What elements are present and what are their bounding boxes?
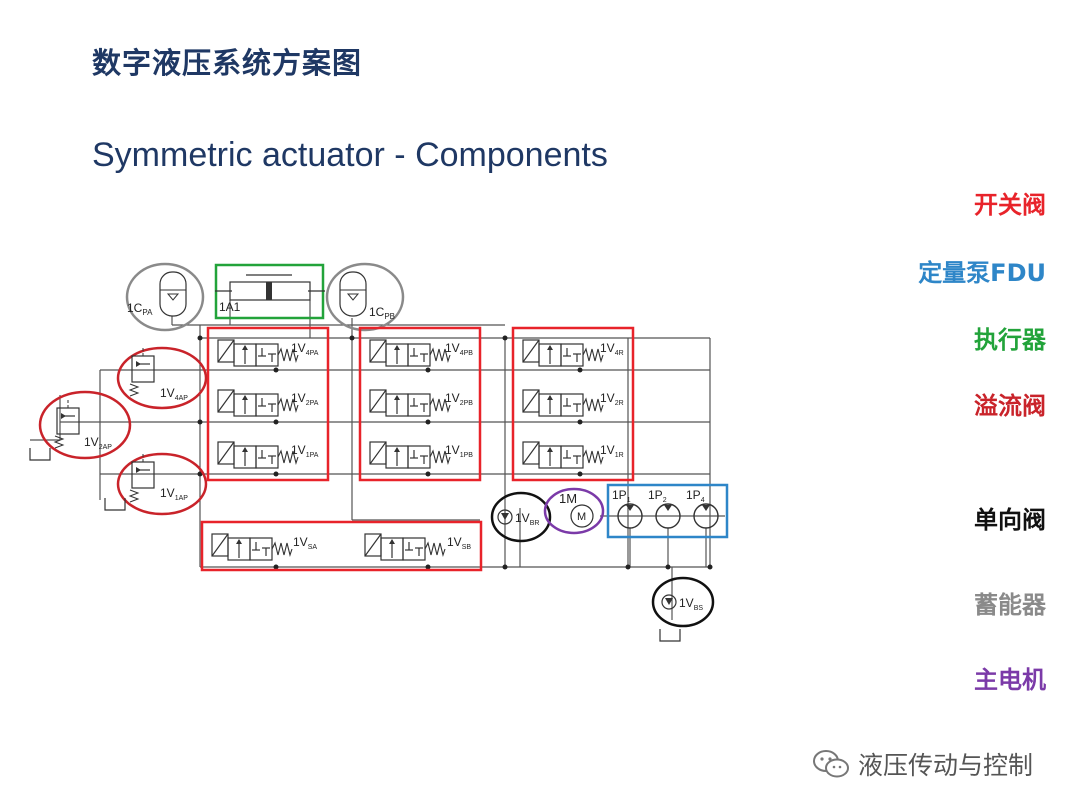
svg-text:1CPA: 1CPA bbox=[127, 301, 153, 317]
switch-valve-group-s: 1VSA 1VSB bbox=[200, 520, 483, 572]
page-title-cn: 数字液压系统方案图 bbox=[92, 46, 363, 80]
svg-text:1V1AP: 1V1AP bbox=[160, 486, 188, 502]
svg-text:1V1R: 1V1R bbox=[600, 443, 624, 459]
relief-valve-4ap: 1V4AP bbox=[116, 346, 208, 410]
svg-text:1P2: 1P2 bbox=[648, 488, 667, 504]
legend-switch-valve: 开关阀 bbox=[974, 191, 1046, 219]
check-valve-bs: 1VBS bbox=[651, 576, 715, 628]
check-valve-br: 1VBR bbox=[490, 491, 552, 543]
watermark: 液压传动与控制 bbox=[812, 746, 1033, 782]
legend-main-motor: 主电机 bbox=[974, 666, 1046, 694]
svg-text:1V4AP: 1V4AP bbox=[160, 386, 188, 402]
svg-text:1CPB: 1CPB bbox=[369, 305, 395, 321]
svg-text:1P1: 1P1 bbox=[612, 488, 631, 504]
tank-symbols bbox=[29, 447, 681, 642]
svg-text:1V4R: 1V4R bbox=[600, 341, 624, 357]
actuator-1a1: 1A1 bbox=[214, 263, 325, 320]
page-title-en: Symmetric actuator - Components bbox=[92, 136, 608, 174]
accumulator-pa: 1CPA bbox=[125, 262, 205, 332]
svg-text:1V2AP: 1V2AP bbox=[84, 435, 112, 451]
switch-valve-group-pa: 1V4PA 1V2PA 1V1PA bbox=[206, 326, 330, 482]
watermark-text: 液压传动与控制 bbox=[858, 751, 1034, 780]
svg-text:1V2R: 1V2R bbox=[600, 391, 624, 407]
legend-pump-fdu: 定量泵FDU bbox=[918, 259, 1046, 287]
svg-text:1VBS: 1VBS bbox=[679, 596, 703, 612]
svg-text:1A1: 1A1 bbox=[219, 300, 241, 314]
accumulator-pb: 1CPB bbox=[325, 262, 405, 332]
svg-text:1VBR: 1VBR bbox=[515, 511, 539, 527]
relief-valve-2ap: 1V2AP bbox=[38, 390, 132, 460]
svg-text:1VSA: 1VSA bbox=[293, 535, 317, 551]
svg-text:1VSB: 1VSB bbox=[447, 535, 471, 551]
svg-text:1V1PA: 1V1PA bbox=[291, 443, 319, 459]
svg-text:1P4: 1P4 bbox=[686, 488, 705, 504]
legend-accumulator: 蓄能器 bbox=[974, 591, 1046, 619]
pump-fdu-group: 1P1 1P2 1P4 bbox=[606, 483, 729, 539]
wechat-icon bbox=[813, 750, 849, 778]
svg-text:1V1PB: 1V1PB bbox=[445, 443, 473, 459]
svg-text:1V4PB: 1V4PB bbox=[445, 341, 473, 357]
legend-relief-valve: 溢流阀 bbox=[974, 392, 1046, 420]
legend-check-valve: 单向阀 bbox=[974, 506, 1046, 534]
svg-text:1V4PA: 1V4PA bbox=[291, 341, 319, 357]
switch-valve-group-r: 1V4R 1V2R 1V1R bbox=[511, 326, 635, 482]
svg-text:M: M bbox=[577, 511, 586, 523]
svg-text:1V2PA: 1V2PA bbox=[291, 391, 319, 407]
main-motor: M 1M bbox=[543, 487, 605, 535]
svg-text:1V2PB: 1V2PB bbox=[445, 391, 473, 407]
legend-actuator: 执行器 bbox=[974, 326, 1046, 354]
svg-text:1M: 1M bbox=[559, 491, 577, 506]
junction-dots bbox=[197, 335, 713, 570]
relief-valve-1ap: 1V1AP bbox=[116, 452, 208, 516]
switch-valve-group-pb: 1V4PB 1V2PB 1V1PB bbox=[358, 326, 482, 482]
